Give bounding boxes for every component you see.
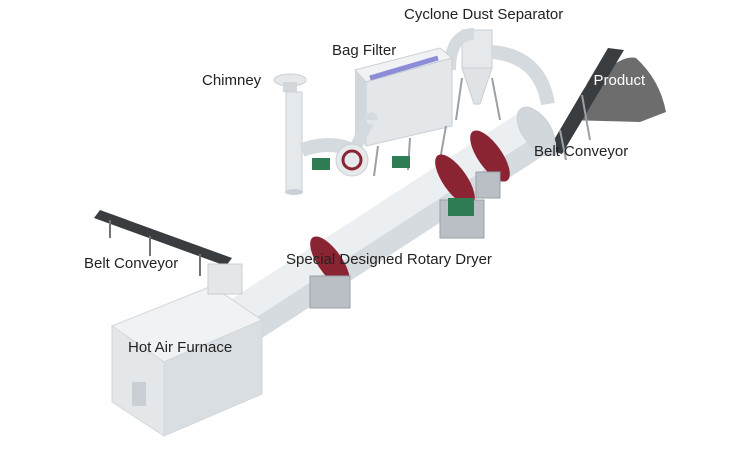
label-belt-conveyor-right: Belt Conveyor — [534, 143, 629, 160]
label-cyclone-dust-separator: Cyclone Dust Separator — [404, 6, 564, 23]
label-chimney: Chimney — [202, 72, 262, 89]
riding-ring-middle — [435, 154, 475, 206]
support-base-right — [475, 171, 501, 199]
induced-draft-fan — [299, 112, 378, 177]
label-belt-conveyor-left: Belt Conveyor — [84, 255, 179, 272]
label-bag-filter: Bag Filter — [332, 42, 397, 59]
dry-product-pile — [566, 57, 666, 122]
label-rotary-dryer: Special Designed Rotary Dryer — [286, 251, 492, 268]
label-dry-product: Dry Product — [566, 72, 646, 89]
feed-hopper — [207, 263, 243, 295]
riding-ring-right — [470, 130, 510, 182]
fan-motor — [312, 158, 330, 170]
bag-filter-motor — [392, 156, 410, 168]
support-base-left — [309, 275, 351, 309]
belt-conveyor-left — [94, 210, 232, 276]
filter-bags — [369, 55, 439, 81]
cyclone-dust-separator — [444, 28, 555, 121]
furnace-door — [132, 382, 146, 406]
hot-air-furnace — [110, 263, 264, 437]
label-hot-air-furnace: Hot Air Furnace — [128, 339, 233, 356]
riding-ring-left — [310, 236, 350, 288]
drive-motor — [448, 198, 474, 216]
chimney — [273, 73, 307, 195]
